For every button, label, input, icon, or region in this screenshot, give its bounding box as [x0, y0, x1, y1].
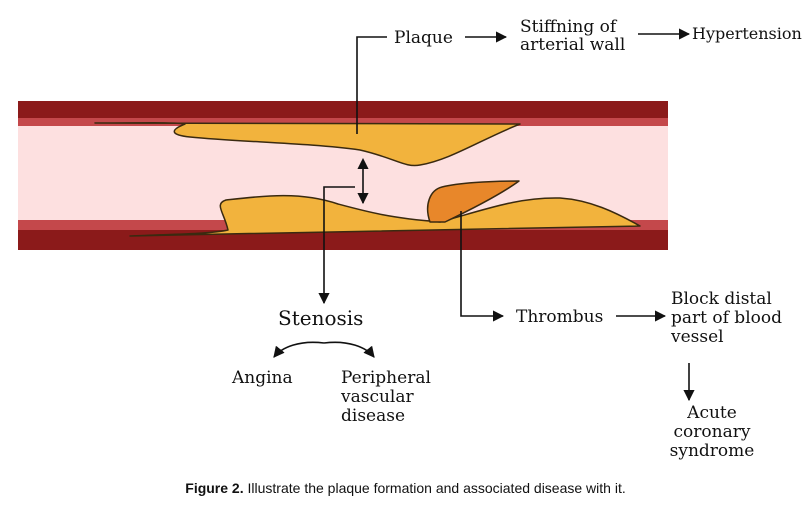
plaque-pointer-line: [356, 36, 387, 134]
label-plaque: Plaque: [394, 28, 453, 48]
arrow-stenosis-to-angina: [273, 341, 325, 358]
label-angina: Angina: [231, 368, 293, 388]
label-thrombus: Thrombus: [516, 307, 603, 327]
label-peripheral-3: disease: [341, 406, 405, 426]
label-acute-2: coronary: [674, 422, 751, 442]
label-stiffening-2: arterial wall: [520, 35, 625, 55]
vessel-top-wall-inner: [18, 118, 668, 126]
label-block-1: Block distal: [671, 289, 772, 309]
arrow-stenosis-to-peripheral: [323, 341, 375, 358]
label-peripheral-2: vascular: [340, 387, 415, 407]
label-block-3: vessel: [670, 327, 724, 347]
plaque-top: [94, 122, 521, 167]
label-hypertension: Hypertension: [692, 24, 802, 43]
connector-lines: [273, 28, 695, 402]
label-peripheral-1: Peripheral: [341, 368, 431, 388]
vessel-bottom-wall-outer: [18, 230, 668, 250]
plaque-bottom: [129, 194, 641, 237]
figure-caption: Figure 2. Illustrate the plaque formatio…: [0, 480, 811, 496]
label-acute-1: Acute: [686, 403, 737, 423]
label-acute-3: syndrome: [670, 441, 755, 461]
arrow-to-stenosis: [318, 186, 355, 305]
thrombus-clot: [426, 180, 520, 223]
label-stenosis: Stenosis: [278, 306, 363, 330]
label-stiffening-1: Stiffning of: [520, 17, 618, 37]
caption-prefix: Figure 2.: [185, 480, 244, 496]
label-block-2: part of blood: [671, 308, 782, 328]
vessel-top-wall-outer: [18, 101, 668, 121]
caption-text: Illustrate the plaque formation and asso…: [243, 480, 626, 496]
arrow-to-thrombus: [460, 211, 505, 322]
